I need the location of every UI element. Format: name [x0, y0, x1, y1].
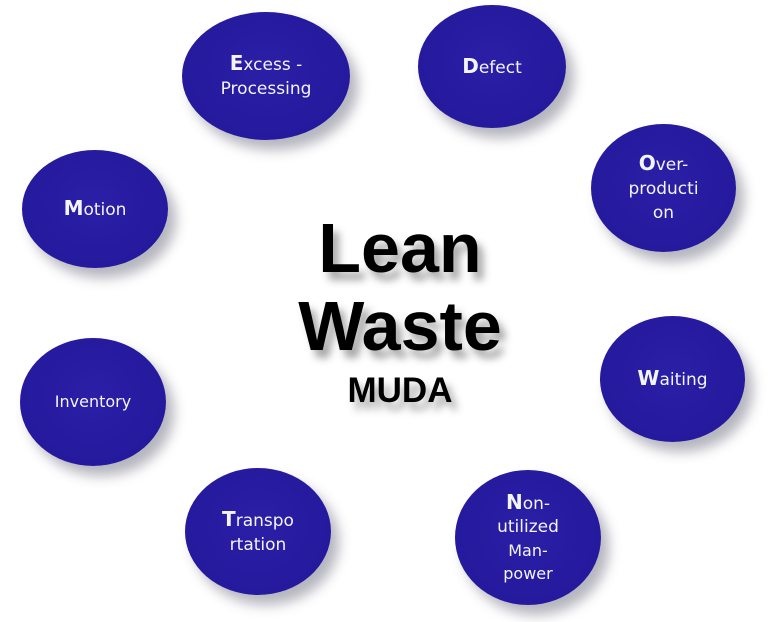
node-non-utilized-manpower: Non- utilized Man- power	[455, 470, 601, 605]
node-initial: O	[638, 151, 656, 175]
node-text: on-	[522, 493, 551, 514]
node-label: Inventory	[55, 390, 131, 414]
node-inventory: Inventory	[20, 338, 166, 466]
node-text: producti	[628, 179, 699, 199]
node-initial: E	[229, 51, 244, 75]
node-text: Man-	[508, 540, 548, 560]
node-text: ranspo	[235, 510, 294, 531]
node-transportation: Transpo rtation	[185, 468, 331, 595]
node-label: Non- utilized Man- power	[497, 489, 559, 585]
node-initial: M	[63, 196, 84, 220]
node-text: rtation	[229, 534, 287, 555]
title-lean: Lean	[318, 209, 482, 287]
node-text: ver-	[655, 155, 689, 175]
node-text: power	[503, 563, 553, 583]
node-text: aiting	[659, 370, 708, 390]
node-label: Defect	[462, 54, 522, 80]
node-initial: T	[222, 506, 236, 531]
node-label: Over- producti on	[628, 151, 698, 225]
node-text: Processing	[220, 79, 312, 99]
node-text: xcess -	[243, 55, 303, 75]
node-label: Waiting	[637, 366, 707, 392]
node-excess-processing: Excess - Processing	[182, 12, 350, 140]
title-waste: Waste	[298, 287, 502, 365]
node-initial: D	[462, 53, 479, 78]
node-text: efect	[478, 57, 522, 78]
node-initial: W	[637, 366, 660, 390]
node-label: Transpo rtation	[222, 507, 294, 557]
node-defect: Defect	[418, 5, 566, 128]
node-initial: N	[505, 489, 523, 514]
node-motion: Motion	[22, 150, 168, 268]
node-text: on	[652, 203, 675, 223]
node-waiting: Waiting	[600, 316, 745, 442]
node-label: Excess - Processing	[221, 51, 312, 101]
node-label: Motion	[64, 196, 127, 222]
node-over-production: Over- producti on	[591, 124, 736, 252]
node-text: otion	[83, 200, 127, 220]
node-text: Inventory	[54, 392, 132, 411]
subtitle-muda: MUDA	[347, 371, 453, 410]
node-text: utilized	[497, 516, 559, 537]
